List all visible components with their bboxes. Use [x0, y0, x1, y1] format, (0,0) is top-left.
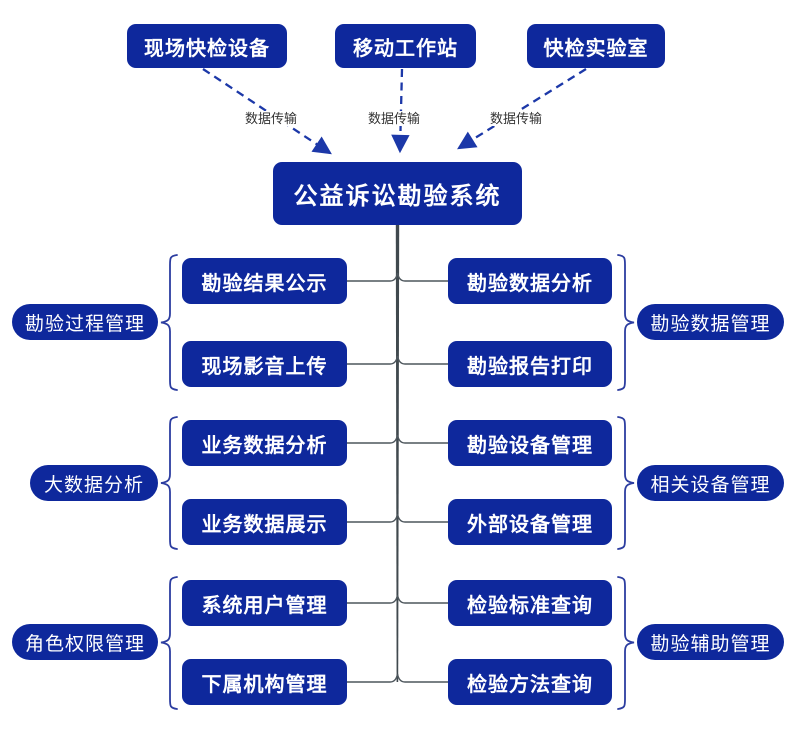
connector-line [396, 673, 448, 683]
branch-node-label: 勘验报告打印 [467, 355, 593, 378]
source-node-field-device: 现场快检设备 [127, 24, 287, 68]
branch-node-label: 勘验数据分析 [467, 272, 593, 295]
brace [160, 576, 178, 710]
connector-line [396, 513, 448, 523]
brace [617, 416, 635, 550]
branch-node-label: 现场影音上传 [201, 355, 328, 378]
brace [160, 254, 178, 391]
connector-line [347, 513, 399, 523]
branch-node-label: 检验标准查询 [467, 594, 593, 617]
brace [617, 576, 635, 710]
category-pill-label: 勘验数据管理 [650, 313, 771, 335]
branch-node-label: 勘验设备管理 [467, 434, 593, 457]
edge-label: 数据传输 [365, 111, 423, 126]
dashed-arrow-middle [391, 68, 410, 154]
connector-line [347, 594, 399, 604]
branch-node: 系统用户管理 [182, 580, 347, 626]
dashed-arrow-right [457, 68, 587, 150]
branch-node: 现场影音上传 [182, 341, 347, 387]
trunk-line [395, 225, 400, 682]
connector-line [396, 355, 448, 365]
connector-line [396, 594, 448, 604]
brace [617, 254, 635, 391]
branch-node: 勘验报告打印 [448, 341, 612, 387]
brace [160, 416, 178, 550]
category-pill-label: 勘验辅助管理 [650, 633, 771, 655]
category-pill: 勘验数据管理 [637, 304, 784, 340]
category-pill-label: 勘验过程管理 [24, 313, 145, 335]
branch-node-label: 业务数据分析 [201, 434, 328, 457]
branch-node-label: 外部设备管理 [467, 513, 593, 536]
branch-node-label: 业务数据展示 [201, 513, 328, 536]
branch-node-label: 勘验结果公示 [201, 272, 328, 295]
source-node-label: 现场快检设备 [144, 37, 270, 60]
category-pill: 大数据分析 [30, 465, 158, 501]
category-pill: 相关设备管理 [637, 465, 784, 501]
connector-line [396, 434, 448, 444]
connector-line [347, 673, 399, 683]
edge-label: 数据传输 [242, 111, 300, 126]
branch-node: 外部设备管理 [448, 499, 612, 545]
source-node-mobile-workstation: 移动工作站 [335, 24, 476, 68]
source-node-rapid-test-lab: 快检实验室 [527, 24, 665, 68]
center-node-system: 公益诉讼勘验系统 [273, 162, 522, 225]
branch-node: 检验方法查询 [448, 659, 612, 705]
category-pill-label: 相关设备管理 [650, 474, 771, 496]
branch-node: 业务数据展示 [182, 499, 347, 545]
source-node-label: 快检实验室 [543, 37, 649, 60]
branch-node: 勘验结果公示 [182, 258, 347, 304]
category-pill: 勘验过程管理 [12, 304, 158, 340]
connector-line [347, 272, 399, 282]
dashed-arrow-left [202, 68, 332, 155]
category-pill-label: 大数据分析 [43, 474, 144, 496]
branch-node-label: 检验方法查询 [467, 673, 593, 696]
branch-node: 检验标准查询 [448, 580, 612, 626]
branch-node: 业务数据分析 [182, 420, 347, 466]
edge-label: 数据传输 [487, 111, 545, 126]
connector-line [396, 272, 448, 282]
branch-node: 勘验数据分析 [448, 258, 612, 304]
branch-node-label: 系统用户管理 [201, 594, 328, 617]
connector-line [347, 355, 399, 365]
category-pill-label: 角色权限管理 [24, 633, 145, 655]
branch-node-label: 下属机构管理 [201, 673, 328, 696]
branch-node: 勘验设备管理 [448, 420, 612, 466]
source-node-label: 移动工作站 [353, 37, 458, 60]
branch-node: 下属机构管理 [182, 659, 347, 705]
center-node-label: 公益诉讼勘验系统 [293, 183, 502, 210]
category-pill: 勘验辅助管理 [637, 624, 784, 660]
connector-line [347, 434, 399, 444]
category-pill: 角色权限管理 [12, 624, 158, 660]
